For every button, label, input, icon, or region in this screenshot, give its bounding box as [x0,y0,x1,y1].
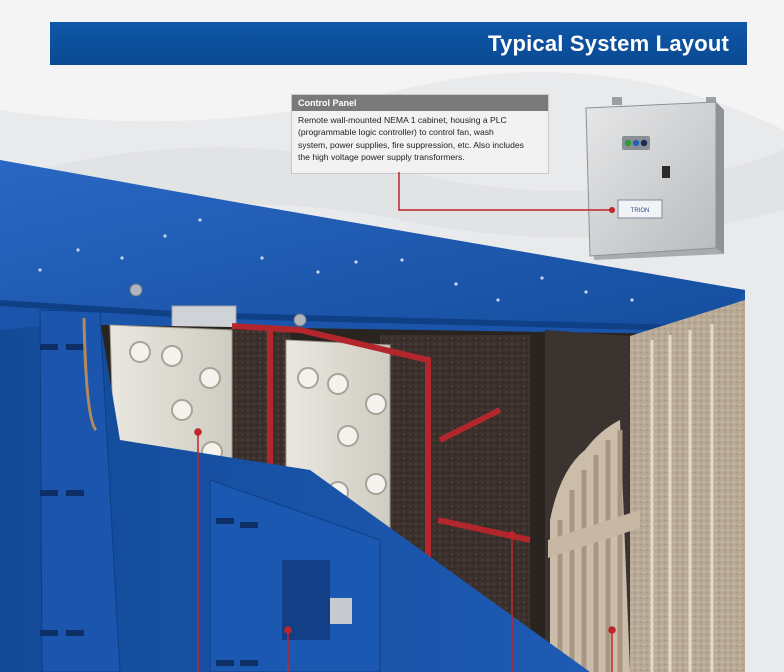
filter-media [545,300,745,672]
callout-line: system, power supplies, fire suppression… [298,139,524,150]
page-title: Typical System Layout [488,31,729,56]
title-bar: Typical System Layout [50,22,747,65]
callout-line: the high voltage power supply transforme… [298,151,465,162]
control-cabinet: TRION [585,97,724,260]
callout-pointer [398,172,612,211]
cabinet-label: TRION [631,208,650,214]
callout-line: (programmable logic controller) to contr… [298,127,494,138]
control-panel-callout: Control Panel Remote wall-mounted NEMA 1… [291,94,549,174]
front-panel [0,320,590,672]
feature-pointers [194,428,616,672]
door-latches [40,344,258,666]
callout-body: Remote wall-mounted NEMA 1 cabinet, hous… [292,111,548,166]
callout-line: Remote wall-mounted NEMA 1 cabinet, hous… [298,115,507,125]
roof-bolts [38,218,634,302]
callout-title: Control Panel [292,95,548,111]
unit-roof [0,160,745,326]
